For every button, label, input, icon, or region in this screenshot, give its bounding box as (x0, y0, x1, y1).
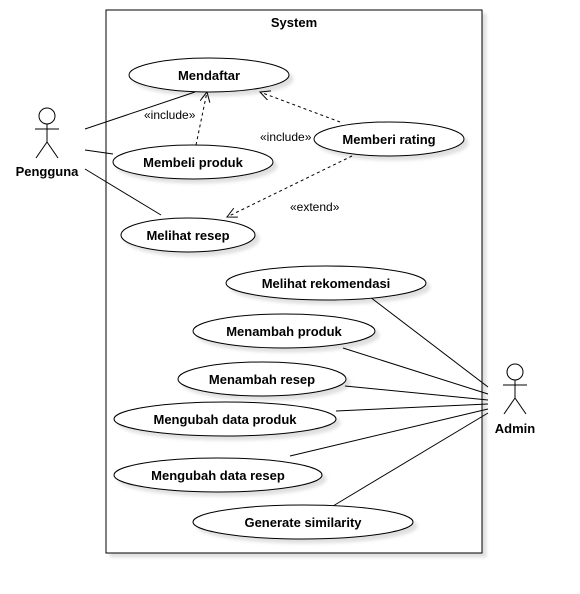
use-case-label: Menambah produk (226, 324, 342, 339)
assoc-admin-menambah-resep (344, 385, 489, 401)
extend-label-rating: «extend» (290, 200, 340, 214)
assoc-admin-menambah-produk (342, 347, 489, 395)
use-case-menambah-produk[interactable]: Menambah produk (192, 313, 376, 349)
user-associations (84, 91, 196, 216)
use-case-mengubah-data-resep[interactable]: Mengubah data resep (113, 457, 323, 493)
use-case-label: Memberi rating (342, 132, 435, 147)
include-label-rating: «include» (260, 130, 312, 144)
use-case-memberi-rating[interactable]: Memberi rating (313, 121, 465, 157)
use-case-generate-similarity[interactable]: Generate similarity (192, 504, 414, 540)
actor-label-pengguna: Pengguna (16, 164, 80, 179)
assoc-admin-mengubah-data-resep (289, 408, 489, 457)
use-case-label: Mengubah data produk (154, 412, 298, 427)
use-case-label: Melihat resep (146, 228, 229, 243)
assoc-user-membeli-produk (84, 149, 114, 155)
use-case-melihat-resep[interactable]: Melihat resep (120, 217, 256, 253)
use-case-label: Membeli produk (143, 155, 243, 170)
use-case-label: Mengubah data resep (151, 468, 285, 483)
dependencies (195, 92, 353, 217)
use-case-label: Generate similarity (244, 515, 362, 530)
use-case-mendaftar[interactable]: Mendaftar (128, 57, 290, 93)
actor-admin[interactable] (503, 363, 527, 415)
system-title: System (271, 15, 317, 30)
stick-figure-icon (503, 363, 527, 415)
stick-figure-icon (35, 107, 59, 159)
assoc-admin-mengubah-data-produk (335, 403, 489, 412)
include-label-membeli: «include» (144, 108, 196, 122)
use-case-mengubah-data-produk[interactable]: Mengubah data produk (113, 401, 337, 437)
assoc-user-mendaftar (84, 91, 196, 130)
extend-rating-melihat-resep (227, 155, 353, 217)
use-case-menambah-resep[interactable]: Menambah resep (177, 361, 347, 397)
use-case-label: Melihat rekomendasi (262, 276, 391, 291)
include-rating-mendaftar (260, 92, 341, 123)
assoc-admin-melihat-rekomendasi (369, 296, 489, 388)
actor-label-admin: Admin (495, 421, 536, 436)
actor-pengguna[interactable] (35, 107, 59, 159)
use-case-membeli-produk[interactable]: Membeli produk (112, 144, 274, 180)
assoc-admin-generate-similarity (332, 412, 489, 507)
admin-associations (289, 296, 489, 507)
use-case-label: Menambah resep (209, 372, 315, 387)
assoc-user-melihat-resep (84, 168, 162, 216)
use-case-melihat-rekomendasi[interactable]: Melihat rekomendasi (225, 265, 427, 301)
use-case-label: Mendaftar (178, 68, 240, 83)
